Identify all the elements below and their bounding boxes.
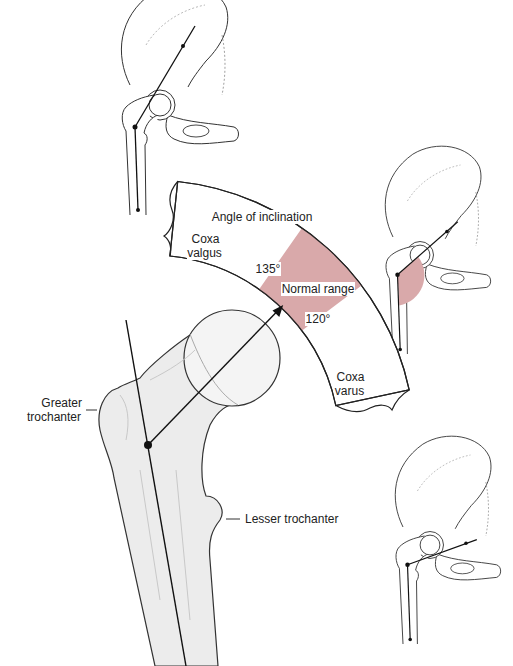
- part-label: Angle of inclination: [197, 210, 327, 224]
- part-label: Greater trochanter: [4, 396, 82, 424]
- part-label: 135°: [248, 262, 288, 276]
- leader-line: [86, 410, 97, 411]
- part-label: Lesser trochanter: [244, 512, 374, 526]
- part-label: Normal range: [274, 282, 362, 296]
- part-label: Coxa varus: [328, 370, 372, 398]
- femur: [99, 305, 283, 666]
- leader-line: [226, 519, 240, 520]
- part-label: Coxa valgus: [181, 232, 229, 260]
- varus-hip: [395, 436, 500, 644]
- normal-hip: [385, 146, 490, 354]
- part-label: 120°: [298, 312, 338, 326]
- normal-range-sector: [259, 228, 362, 331]
- inclination-band: [164, 182, 409, 412]
